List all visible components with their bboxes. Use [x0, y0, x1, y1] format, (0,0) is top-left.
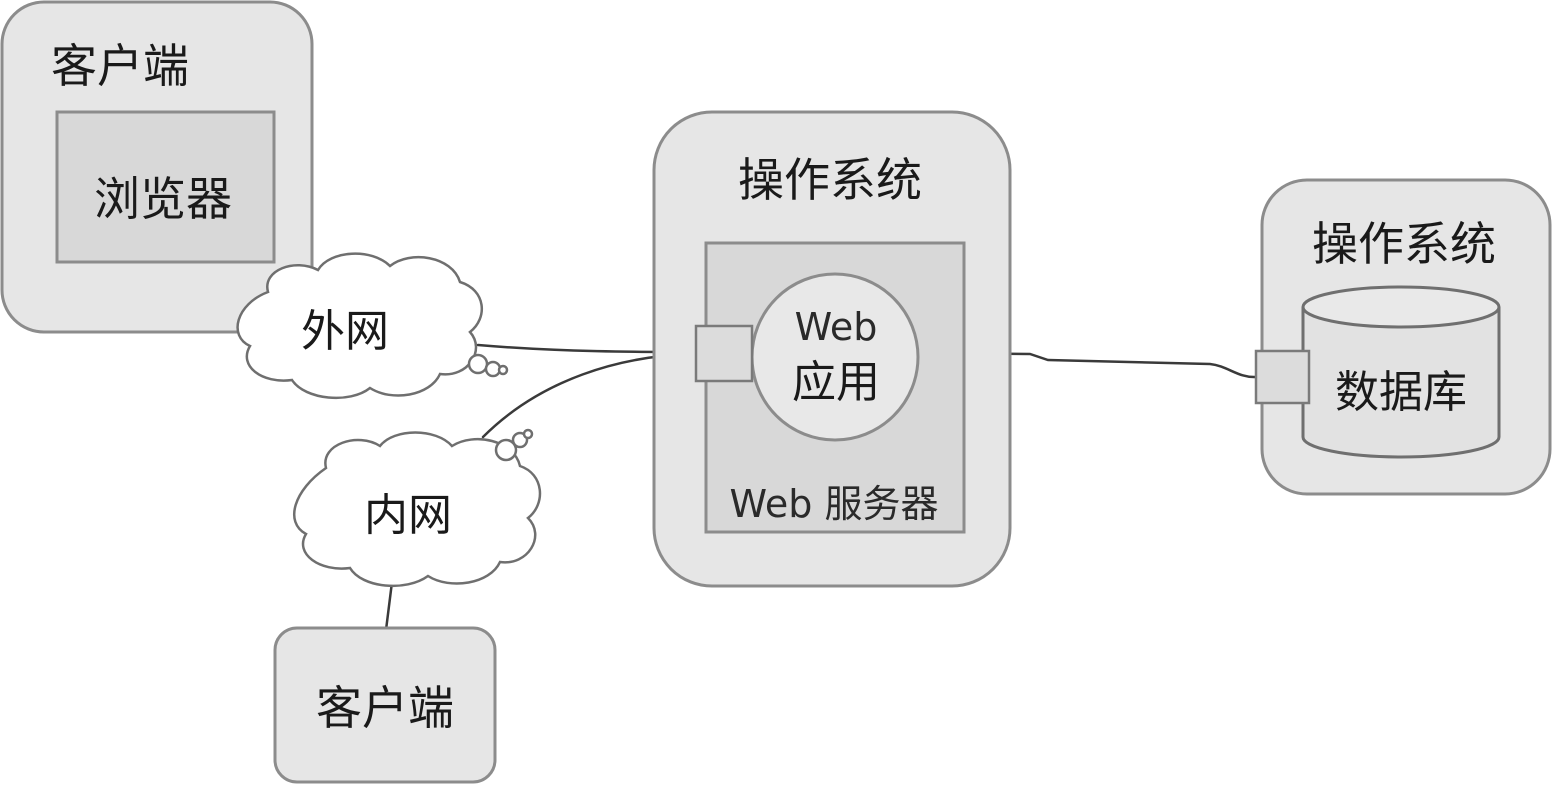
database-cylinder-body [1301, 307, 1501, 459]
external-cloud-tail-3 [497, 364, 509, 376]
internal-network-label: 内网 [364, 490, 452, 541]
client-top-node: 客户端 浏览器 [0, 0, 314, 334]
database-label: 数据库 [1335, 367, 1467, 418]
browser-label: 浏览器 [94, 172, 232, 226]
client-bottom-panel [273, 626, 497, 784]
db-os-title: 操作系统 [1312, 217, 1496, 271]
external-network-label: 外网 [301, 306, 389, 357]
internal-network-to-client-link [384, 580, 394, 632]
external-network-cloud: 外网 [236, 252, 509, 400]
database-port [1254, 349, 1311, 405]
database-os-node: 操作系统 数据库 [1254, 178, 1552, 496]
internal-network-cloud: 内网 [293, 428, 542, 588]
client-bottom-title: 客户端 [316, 681, 454, 735]
external-cloud-tail-1 [467, 353, 489, 375]
web-server-os-node: 操作系统 Web 应用 Web 服务器 [652, 110, 1012, 588]
web-app-to-database-link [915, 351, 1258, 379]
client-top-title: 客户端 [51, 39, 189, 93]
web-app-label-line1: Web [795, 305, 878, 349]
web-os-title: 操作系统 [738, 153, 922, 207]
internal-cloud-shape [293, 431, 542, 588]
browser-box [55, 110, 276, 264]
client-bottom-node: 客户端 [273, 626, 497, 784]
internal-cloud-tail-3 [522, 428, 534, 440]
web-server-label: Web 服务器 [730, 482, 939, 526]
database-cylinder-top [1301, 285, 1501, 329]
web-server-port [694, 324, 754, 383]
internal-cloud-tail-1 [494, 438, 518, 462]
web-app-label-line2: 应用 [792, 357, 880, 408]
